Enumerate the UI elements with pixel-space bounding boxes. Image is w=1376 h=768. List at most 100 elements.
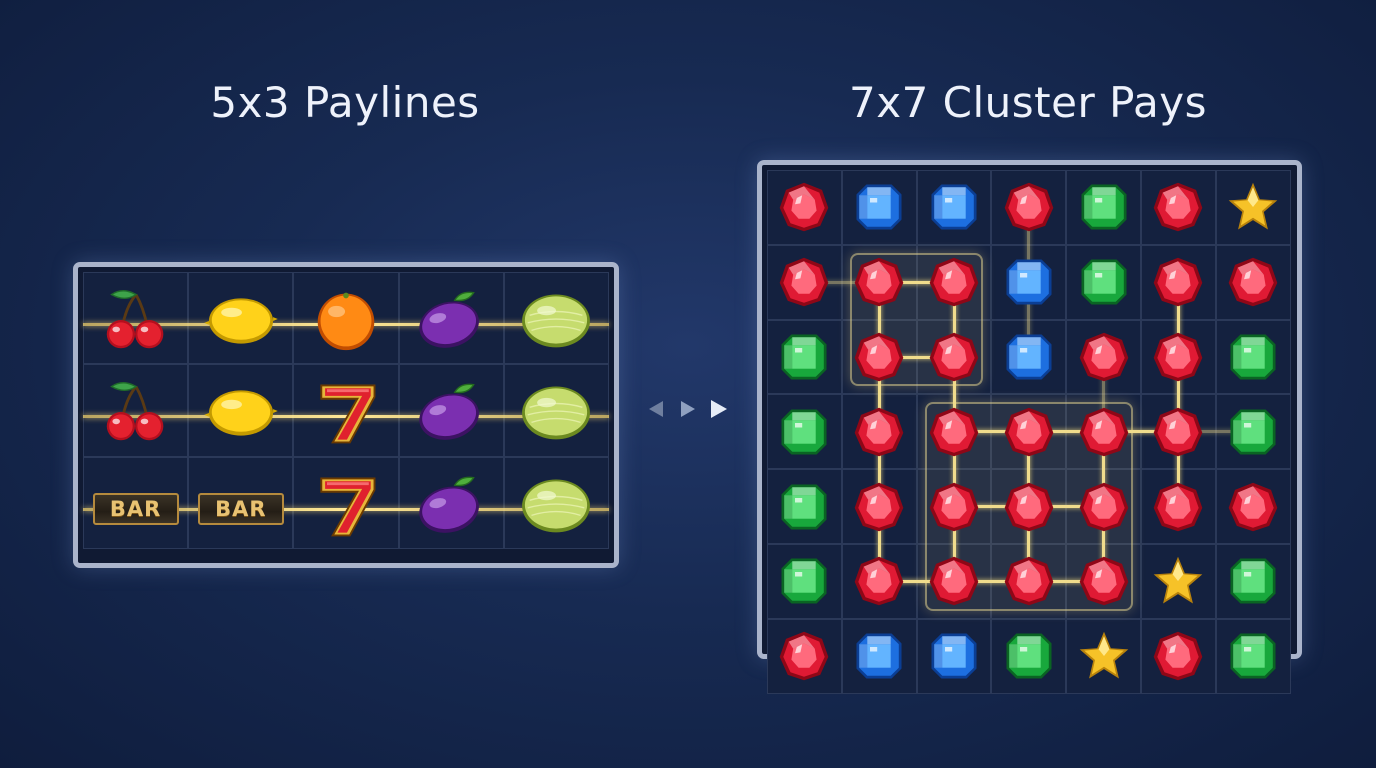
red-gem-icon [1151,330,1205,388]
arrow-left-icon [649,401,663,417]
compare-arrows [649,400,727,418]
red-gem-icon [927,330,981,388]
reel-cell [83,272,189,365]
green-gem-icon [777,330,831,388]
red-gem-icon [1077,480,1131,538]
reel-cell [293,456,399,549]
melon-icon [518,472,594,542]
red-gem-icon [777,180,831,238]
cluster-link [1027,207,1031,283]
red-gem-icon [1002,554,1056,612]
red-gem-icon [1151,629,1205,687]
cluster-link [877,282,881,357]
blue-gem-icon [1002,255,1056,313]
star-icon [1226,180,1280,238]
cluster-link [804,280,880,284]
blue-gem-icon [852,629,906,687]
green-gem-icon [1226,629,1280,687]
cluster-link [1176,282,1180,507]
green-gem-icon [777,554,831,612]
cluster-link [879,579,954,583]
cluster-link [1102,431,1106,507]
red-gem-icon [1151,405,1205,463]
cluster-link [952,506,956,582]
seven-icon [308,472,384,544]
melon-icon [518,287,594,357]
star-icon [1151,554,1205,612]
red-gem-icon [1077,330,1131,388]
red-gem-icon [852,480,906,538]
cluster-link [1028,430,1104,434]
cluster-link [952,431,956,507]
red-gem-icon [777,255,831,313]
seven-icon [308,379,384,451]
plum-icon [413,379,489,449]
cherry-icon [98,379,174,449]
reel-cell [83,364,189,457]
red-gem-icon [1002,480,1056,538]
red-gem-icon [1226,480,1280,538]
green-gem-icon [1077,180,1131,238]
paylines-title: 5x3 Paylines [210,78,480,127]
green-gem-icon [1226,405,1280,463]
plum-icon [413,472,489,542]
cluster-link [1027,506,1031,582]
grid-cell [841,170,917,245]
cluster-link [954,505,1029,509]
red-gem-icon [852,554,906,612]
red-gem-icon [1151,180,1205,238]
payline [83,415,609,419]
cluster-link [879,355,954,359]
red-gem-icon [927,480,981,538]
bar-symbol: BAR [197,492,284,525]
red-gem-icon [927,405,981,463]
red-gem-icon [927,255,981,313]
red-gem-icon [1151,480,1205,538]
plum-icon [413,287,489,357]
bar-label: BAR [215,496,267,521]
lemon-icon [203,287,279,357]
blue-gem-icon [1002,330,1056,388]
red-gem-icon [1077,554,1131,612]
cluster-link [1028,505,1104,509]
cluster-pays-title: 7x7 Cluster Pays [849,78,1207,127]
green-gem-icon [1226,554,1280,612]
cluster-link [1102,357,1106,432]
melon-icon [518,379,594,449]
green-gem-icon [1077,255,1131,313]
green-gem-icon [777,480,831,538]
red-gem-icon [1226,255,1280,313]
blue-gem-icon [852,180,906,238]
arrow-right-small-icon [681,401,695,417]
cluster-link [1103,430,1179,434]
lemon-icon [203,379,279,449]
red-gem-icon [852,405,906,463]
star-icon [1077,629,1131,687]
cluster-link [952,282,956,357]
blue-gem-icon [927,180,981,238]
payline [83,507,609,511]
cluster-link [879,280,954,284]
cluster-link [954,579,1029,583]
cluster-link [1027,282,1031,357]
bar-symbol: BAR [92,492,179,525]
red-gem-icon [852,330,906,388]
red-gem-icon [1077,405,1131,463]
cluster-link [954,430,1029,434]
cluster-link [1102,506,1106,582]
bar-label: BAR [109,496,162,521]
green-gem-icon [1002,629,1056,687]
red-gem-icon [1151,255,1205,313]
orange-icon [308,287,384,357]
cluster-link [952,357,956,432]
arrow-right-icon [711,400,727,418]
green-gem-icon [1226,330,1280,388]
blue-gem-icon [927,629,981,687]
cherry-icon [98,287,174,357]
red-gem-icon [927,554,981,612]
cluster-link [1178,430,1254,434]
red-gem-icon [777,629,831,687]
grid-cell [1141,618,1216,694]
cluster-link [877,357,881,582]
cluster-link [1027,431,1031,507]
